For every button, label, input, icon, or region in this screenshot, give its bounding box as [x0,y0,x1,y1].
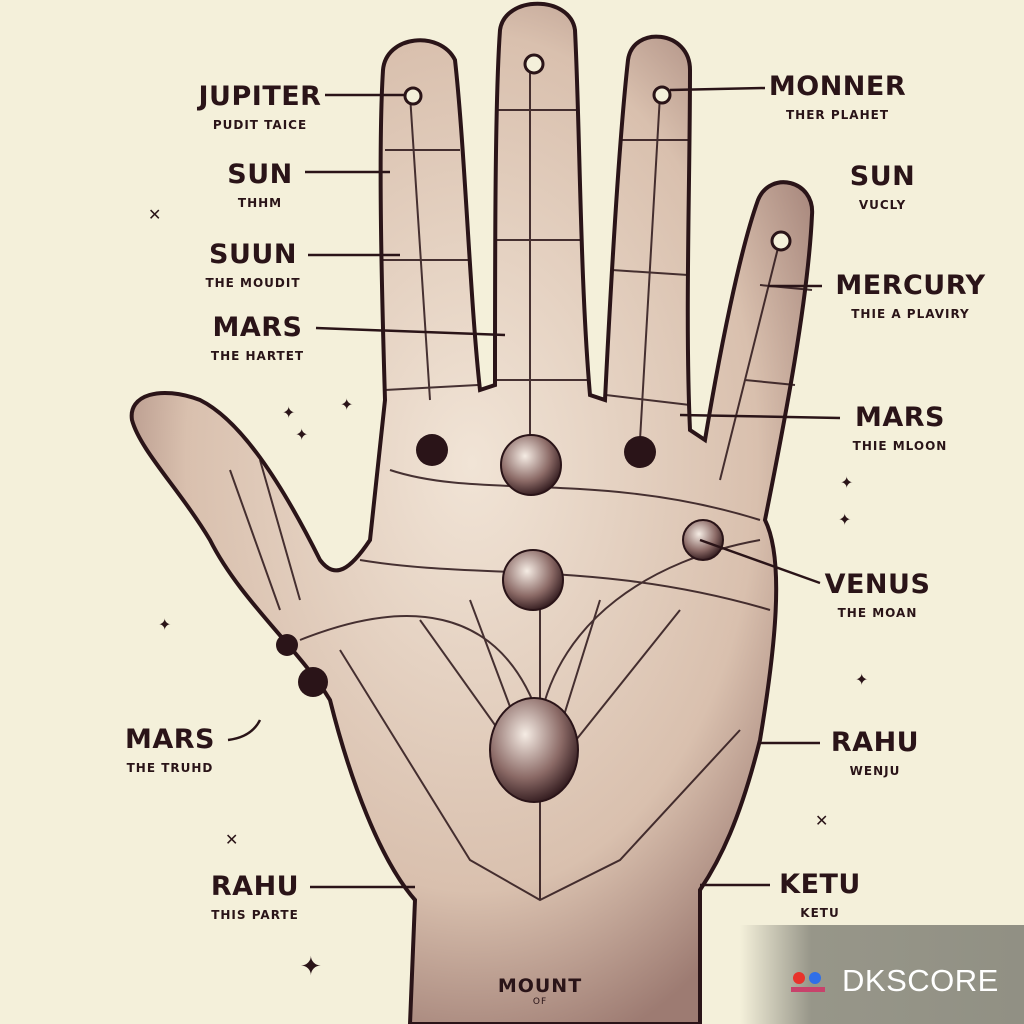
svg-text:✕: ✕ [148,205,161,224]
svg-text:✕: ✕ [225,830,238,849]
leader-lines [227,86,841,889]
svg-text:✦: ✦ [840,473,853,492]
svg-text:✦: ✦ [855,670,868,689]
watermark-backdrop [740,925,1024,1024]
svg-text:✦: ✦ [340,395,353,414]
svg-text:✦: ✦ [838,510,851,529]
svg-text:✦: ✦ [282,403,295,422]
mount-markers [276,53,792,803]
hand-outline [129,1,815,1024]
svg-text:✦: ✦ [300,952,322,982]
svg-text:✕: ✕ [815,811,828,830]
star-decorations: ✕✦✦ ✦✦✦ ✦✦✕ ✕✦ [148,205,868,982]
svg-text:✦: ✦ [158,615,171,634]
svg-text:✦: ✦ [295,425,308,444]
dkscore-logo-icon [791,972,825,992]
watermark-text: DKSCORE [842,963,999,998]
